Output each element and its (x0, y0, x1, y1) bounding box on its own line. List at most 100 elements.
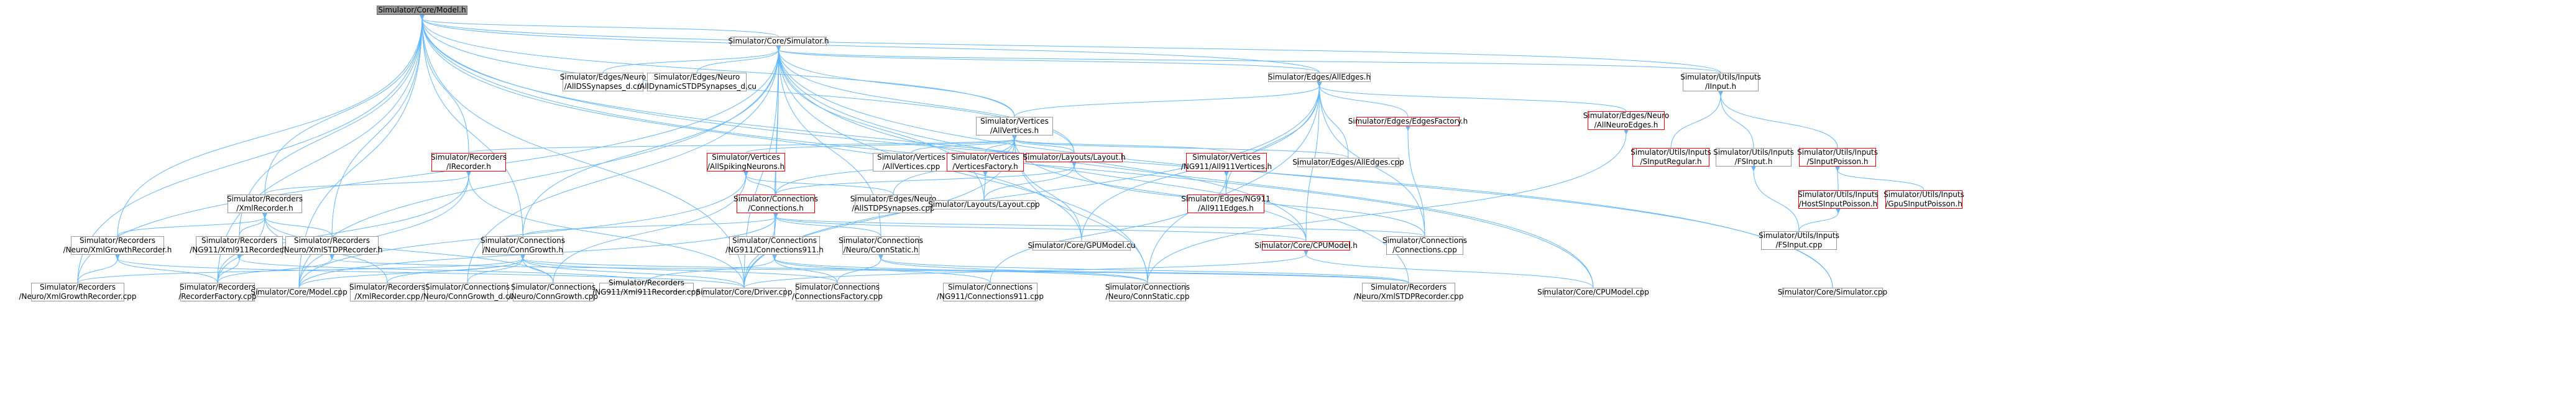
node-core-model-cpp[interactable]: Simulator/Core/Model.cpp (251, 288, 347, 297)
node-xmlgrowthrec-h[interactable]: Simulator/Recorders /Neuro/XmlGrowthReco… (63, 236, 172, 255)
node-xmlstdprec-h[interactable]: Simulator/Recorders /Neuro/XmlSTDPRecord… (281, 236, 383, 255)
node-xmlgrowthrec-cpp[interactable]: Simulator/Recorders /Neuro/XmlGrowthReco… (19, 283, 137, 301)
edge-core-model-h-to-xmlrecorder-h (264, 19, 422, 195)
edge-xmlgrowthrec-h-to-recfactory-cpp (117, 259, 218, 283)
edge-conn911-h-to-connfactory-cpp (775, 259, 838, 283)
node-layout-h[interactable]: Simulator/Layouts/Layout.h (1023, 153, 1126, 162)
node-connfactory-cpp[interactable]: Simulator/Connections /ConnectionsFactor… (792, 283, 883, 301)
edge-core-model-h-to-ng911rec-h (239, 19, 422, 237)
edge-connections-h-to-cpumodel-h (776, 217, 1307, 242)
node-conngrowth-d[interactable]: Simulator/Connections /Neuro/ConnGrowth_… (420, 283, 515, 301)
edge-iinput-h-to-fsinput-h (1721, 95, 1754, 149)
node-conn911-h[interactable]: Simulator/Connections /NG911/Connections… (725, 236, 824, 255)
node-allspiking-h[interactable]: Simulator/Vertices /AllSpikingNeurons.h (707, 153, 785, 172)
edge-connections-h-to-conngrowth-h (522, 217, 776, 237)
node-xmlstdprec-cpp[interactable]: Simulator/Recorders /Neuro/XmlSTDPRecord… (1353, 283, 1464, 301)
node-all911edges-h[interactable]: Simulator/Edges/NG911 /All911Edges.h (1181, 195, 1271, 213)
node-xmlrecorder-h[interactable]: Simulator/Recorders /XmlRecorder.h (227, 195, 303, 213)
node-xmlrecorder-cpp[interactable]: Simulator/Recorders /XmlRecorder.cpp (349, 283, 425, 301)
node-conngrowth-h[interactable]: Simulator/Connections /Neuro/ConnGrowth.… (480, 236, 566, 255)
node-connections-h[interactable]: Simulator/Connections /Connections.h (733, 195, 819, 213)
edge-allspiking-h-to-allstdp-cpp (746, 175, 894, 195)
edge-verticesfactory-h-to-layout-cpp (984, 175, 985, 201)
edge-conngrowth-h-to-conngrowth-d (467, 259, 523, 283)
node-aleddyn-d[interactable]: Simulator/Edges/Neuro /AllDSSynapses_d.c… (559, 73, 646, 91)
node-iinput-h[interactable]: Simulator/Utils/Inputs /IInput.h (1680, 73, 1761, 91)
edge-allvertices-h-to-verticesfactory-h (985, 139, 1014, 154)
node-gpusinput-h[interactable]: Simulator/Utils/Inputs /GpuSInputPoisson… (1884, 190, 1964, 209)
node-allvertices-h[interactable]: Simulator/Vertices /AllVertices.h (976, 117, 1053, 135)
edge-core-simulator-h-to-aleddyn-d (602, 50, 779, 73)
node-irecorder-h[interactable]: Simulator/Recorders /IRecorder.h (431, 153, 507, 172)
edge-core-model-h-to-irecorder-h (422, 19, 469, 154)
edge-core-model-h-to-driver-cpp (422, 19, 745, 288)
edge-core-simulator-h-to-layout-h (779, 50, 1075, 154)
node-alledges-cpp[interactable]: Simulator/Edges/AllEdges.cpp (1292, 158, 1404, 167)
edge-conn911-h-to-conn911-cpp (775, 259, 991, 283)
node-core-model-h[interactable]: Simulator/Core/Model.h (377, 6, 467, 15)
node-alledges-h[interactable]: Simulator/Edges/AllEdges.h (1267, 73, 1371, 82)
edge-core-model-h-to-conngrowth-h (422, 19, 523, 237)
edge-xmlrecorder-h-to-xmlgrowthrec-h (117, 217, 265, 237)
node-allneuroedges-h[interactable]: Simulator/Edges/Neuro /AllNeuroEdges.h (1583, 111, 1670, 130)
edge-xmlrecorder-h-to-xmlstdprec-h (265, 217, 333, 237)
edge-allvertices-h-to-allvertices-cpp (911, 139, 1014, 154)
edge-core-model-h-to-xmlgrowthrec-h (117, 19, 422, 237)
node-sinputregular-h[interactable]: Simulator/Utils/Inputs /SInputRegular.h (1631, 148, 1711, 167)
edge-alledges-h-to-allneuroedges-h (1320, 86, 1627, 112)
node-fsinput-h[interactable]: Simulator/Utils/Inputs /FSInput.h (1713, 148, 1794, 167)
node-fsinput-cpp[interactable]: Simulator/Utils/Inputs /FSInput.cpp (1759, 231, 1839, 250)
edge-ng911rec-h-to-ng911rec-cpp (239, 259, 647, 283)
node-cpumodel-h[interactable]: Simulator/Core/CPUModel.h (1254, 241, 1358, 250)
edge-core-simulator-h-to-xmlgrowthrec-cpp (77, 50, 779, 283)
node-connstatic-cpp[interactable]: Simulator/Connections /Neuro/ConnStatic.… (1105, 283, 1190, 301)
edge-edgesfactory-h-to-connections-cpp (1408, 130, 1425, 237)
edge-allspiking-h-to-connections-h (746, 175, 776, 195)
node-allstdp-cpp[interactable]: Simulator/Edges/Neuro /AllSTDPSynapses.c… (850, 195, 937, 213)
node-aldynstdp-d[interactable]: Simulator/Edges/Neuro /AllDynamicSTDPSyn… (637, 73, 757, 91)
node-core-simulator-h[interactable]: Simulator/Core/Simulator.h (728, 37, 829, 46)
edge-xmlgrowthrec-h-to-xmlgrowthrec-cpp (77, 259, 117, 283)
edge-allvertices-h-to-alledges-cpp (1014, 139, 1349, 158)
node-ng911rec-cpp[interactable]: Simulator/Recorders /NG911/Xml911Recorde… (592, 278, 701, 296)
node-ng911vertices-h[interactable]: Simulator/Vertices /NG911/All911Vertices… (1180, 153, 1272, 172)
edge-allvertices-h-to-layout-h (1014, 139, 1075, 154)
edge-connections-h-to-connections-cpp (776, 217, 1425, 237)
edge-xmlrecorder-h-to-conngrowth-cpp (265, 217, 554, 283)
edge-alledges-h-to-alledges-cpp (1320, 86, 1349, 158)
node-conngrowth-cpp[interactable]: Simulator/Connections /Neuro/ConnGrowth.… (508, 283, 599, 301)
edge-connstatic-h-to-connstatic-cpp (881, 259, 1148, 283)
node-connstatic-h[interactable]: Simulator/Connections /Neuro/ConnStatic.… (838, 236, 924, 255)
edge-ng911rec-h-to-recfactory-cpp (217, 259, 239, 283)
node-layout-cpp[interactable]: Simulator/Layouts/Layout.cpp (928, 200, 1040, 209)
node-hostsinput-h[interactable]: Simulator/Utils/Inputs /HostSInputPoisso… (1798, 190, 1879, 209)
edge-xmlstdprec-h-to-xmlstdprec-cpp (332, 259, 1409, 283)
edge-cpumodel-h-to-driver-cpp (743, 254, 1306, 288)
edge-iinput-h-to-sinputregular-h (1670, 95, 1721, 149)
node-cpumodel-cpp[interactable]: Simulator/Core/CPUModel.cpp (1537, 288, 1649, 297)
node-sinputpoisson-h[interactable]: Simulator/Utils/Inputs /SInputPoisson.h (1797, 148, 1878, 167)
node-allvertices-cpp[interactable]: Simulator/Vertices /AllVertices.cpp (873, 153, 950, 172)
edge-connstatic-h-to-xmlstdprec-cpp (881, 259, 1409, 283)
node-recfactory-cpp[interactable]: Simulator/Recorders /RecorderFactory.cpp (178, 283, 257, 301)
node-verticesfactory-h[interactable]: Simulator/Vertices /VerticesFactory.h (947, 153, 1024, 172)
edge-alledges-h-to-allvertices-h (1014, 86, 1320, 117)
edge-core-model-h-to-recfactory-cpp (217, 19, 422, 283)
edge-irecorder-h-to-driver-cpp (469, 175, 745, 288)
node-ng911rec-h[interactable]: Simulator/Recorders /NG911/Xml911Recorde… (190, 236, 289, 255)
edge-fsinput-h-to-fsinput-cpp (1754, 170, 1800, 232)
edge-alledges-h-to-driver-cpp (743, 86, 1320, 288)
node-driver-cpp[interactable]: Simulator/Core/Driver.cpp (696, 288, 793, 297)
node-conn911-cpp[interactable]: Simulator/Connections /NG911/Connections… (937, 283, 1044, 301)
node-connections-cpp[interactable]: Simulator/Connections /Connections.cpp (1382, 236, 1468, 255)
edge-core-simulator-h-to-xmlstdprec-cpp (779, 50, 1409, 283)
edge-conngrowth-h-to-xmlrecorder-cpp (387, 259, 523, 283)
node-gpumodel-cu[interactable]: Simulator/Core/GPUModel.cu (1028, 241, 1136, 250)
edge-core-simulator-h-to-alledges-h (779, 50, 1320, 73)
edge-allvertices-h-to-irecorder-h (468, 139, 1014, 154)
edge-core-simulator-h-to-iinput-h (779, 50, 1721, 73)
node-edgesfactory-h[interactable]: Simulator/Edges/EdgesFactory.h (1348, 117, 1468, 126)
edge-cpumodel-h-to-cpumodel-cpp (1306, 254, 1594, 288)
node-simulator-cpp[interactable]: Simulator/Core/Simulator.cpp (1777, 288, 1888, 297)
